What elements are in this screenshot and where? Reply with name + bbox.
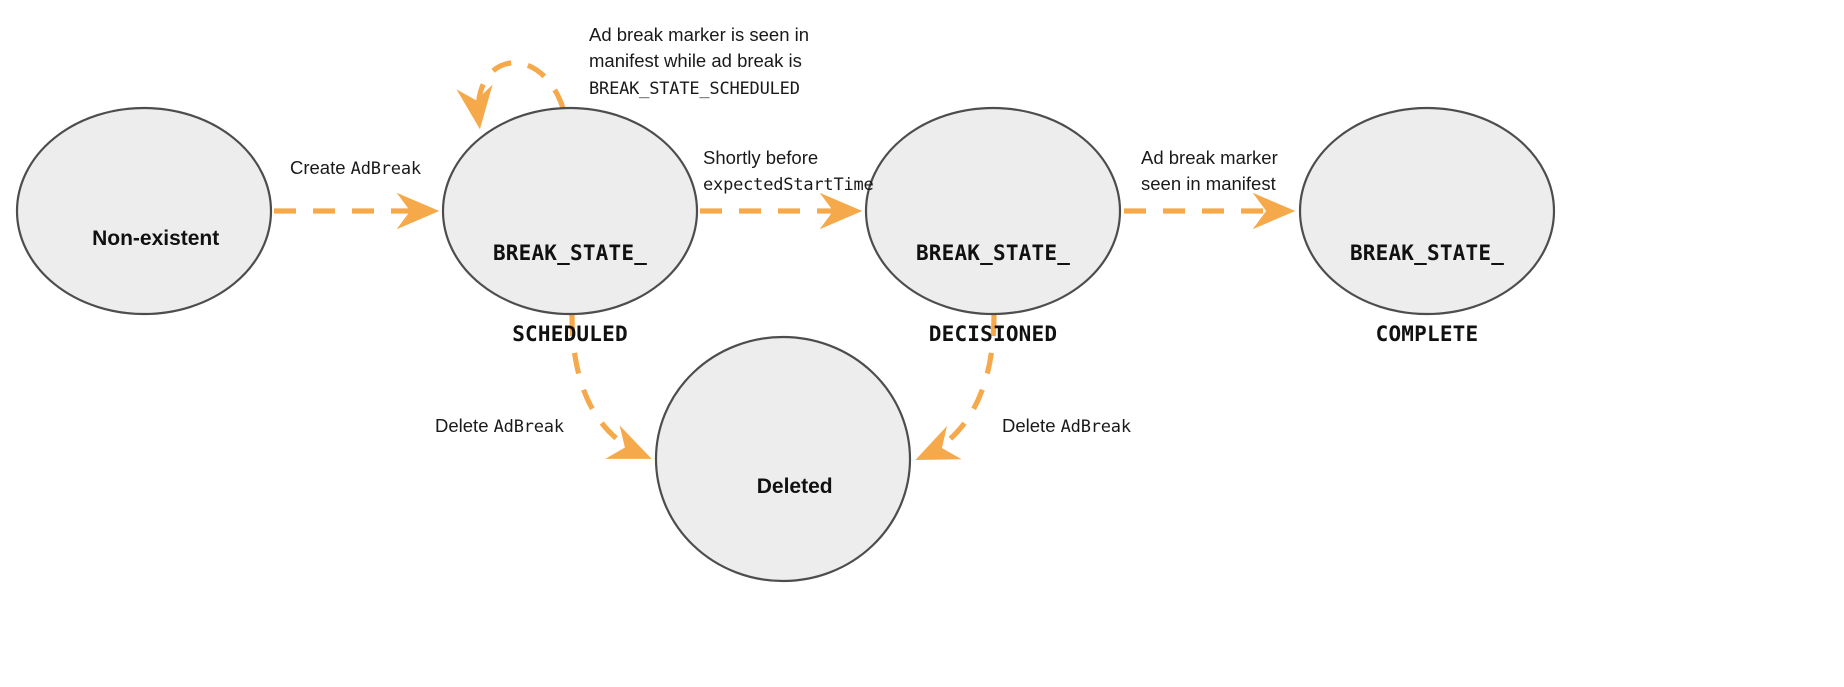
node-deleted[interactable] — [654, 335, 912, 583]
node-break-state-complete[interactable] — [1298, 106, 1556, 316]
edge-delete-from-decisioned — [915, 314, 997, 460]
node-break-state-decisioned[interactable] — [864, 106, 1122, 316]
node-break-state-scheduled[interactable] — [441, 106, 699, 316]
edge-self-loop-marker-seen — [456, 60, 566, 130]
edge-delete-from-scheduled — [569, 314, 652, 459]
node-non-existent[interactable] — [15, 106, 273, 316]
